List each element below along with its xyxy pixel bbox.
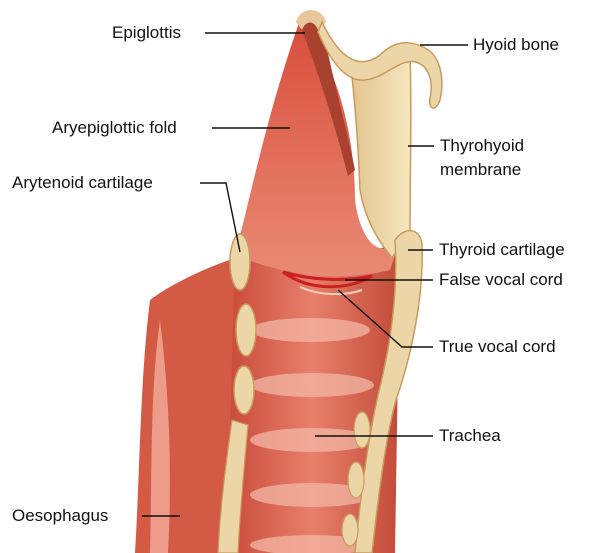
label-epiglottis: Epiglottis xyxy=(112,23,181,43)
label-thyrohyoid-membrane-line2: membrane xyxy=(440,160,521,180)
label-aryepiglottic-fold: Aryepiglottic fold xyxy=(52,118,177,138)
label-hyoid-bone: Hyoid bone xyxy=(473,35,559,55)
label-arytenoid-cartilage: Arytenoid cartilage xyxy=(12,173,153,193)
label-false-vocal-cord: False vocal cord xyxy=(439,270,563,290)
label-trachea: Trachea xyxy=(439,426,501,446)
label-oesophagus: Oesophagus xyxy=(12,506,108,526)
label-thyrohyoid-membrane-line1: Thyrohyoid xyxy=(440,136,524,156)
label-thyroid-cartilage: Thyroid cartilage xyxy=(439,240,565,260)
label-true-vocal-cord: True vocal cord xyxy=(439,337,556,357)
